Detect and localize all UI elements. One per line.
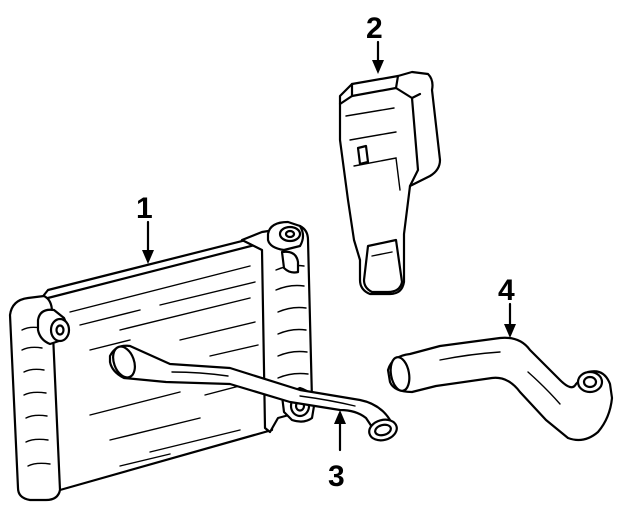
callout-3-label: 3 [328, 460, 345, 493]
inlet-hose [108, 344, 398, 442]
callout-2-label: 2 [366, 12, 383, 45]
callout-1-label: 1 [136, 192, 153, 225]
callout-2-arrow [372, 40, 384, 74]
callout-4-arrow [504, 302, 516, 338]
callout-1-arrow [142, 220, 154, 264]
reservoir [338, 70, 442, 296]
callout-3-arrow [334, 410, 346, 452]
callout-4-label: 4 [498, 274, 515, 307]
outlet-hose [386, 336, 614, 442]
